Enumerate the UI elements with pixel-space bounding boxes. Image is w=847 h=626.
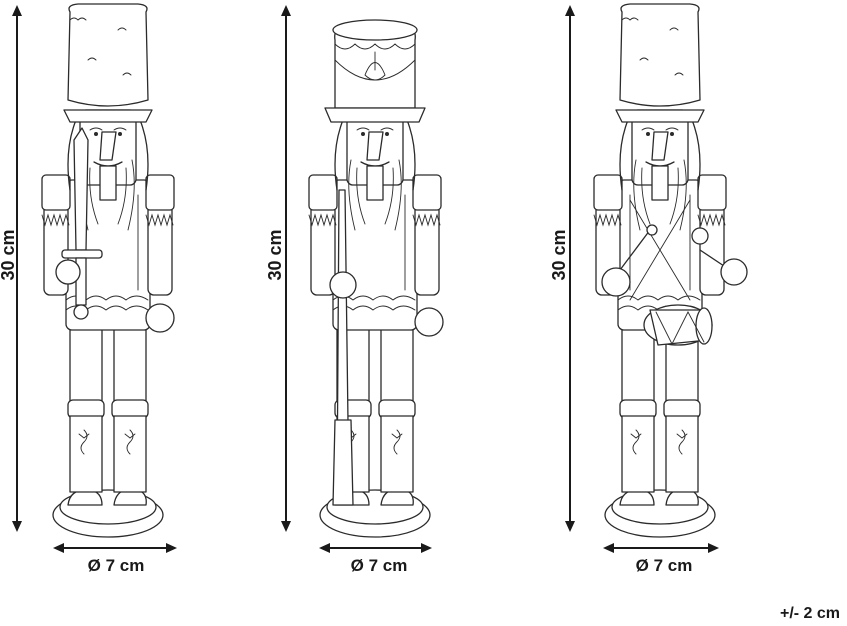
diameter-dimension-2 [319,543,432,553]
height-dimension-1 [12,5,22,532]
height-dimension-2 [281,5,291,532]
diameter-label-3: Ø 7 cm [636,556,693,575]
height-label-1: 30 cm [0,229,18,280]
height-dimension-3 [565,5,575,532]
height-label-3: 30 cm [549,229,569,280]
tolerance-label: +/- 2 cm [780,605,840,622]
diameter-label-2: Ø 7 cm [351,556,408,575]
nutcracker-figure-sword [41,3,175,538]
diameter-dimension-3 [603,543,719,553]
diameter-dimension-1 [53,543,177,553]
height-label-2: 30 cm [265,229,285,280]
diameter-label-1: Ø 7 cm [88,556,145,575]
nutcracker-figure-drum [593,3,748,538]
nutcracker-figure-rifle [308,19,444,538]
